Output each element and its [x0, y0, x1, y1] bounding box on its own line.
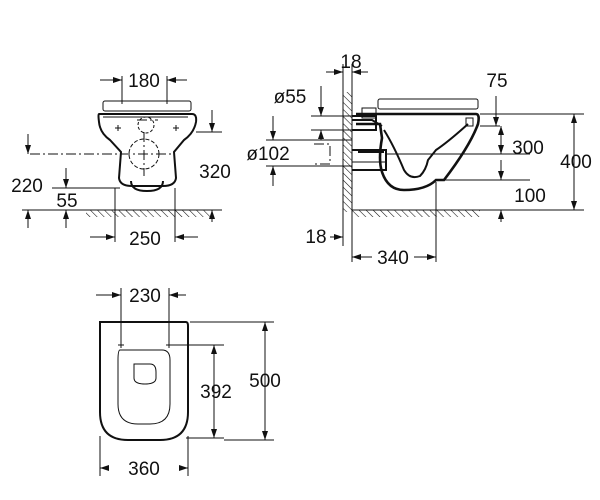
dim-front-320: 320 [199, 162, 231, 183]
dim-side-75: 75 [486, 71, 507, 92]
side-bowl-outline [356, 112, 480, 192]
dim-side-100: 100 [514, 186, 546, 207]
dim-top-360: 360 [128, 459, 160, 480]
dim-front-250: 250 [129, 229, 161, 250]
dim-front-180: 180 [128, 71, 160, 92]
side-drain-pipe [352, 149, 387, 171]
dim-side-400: 400 [560, 152, 592, 173]
front-bowl-outline [97, 113, 198, 187]
side-bowl-inner [383, 123, 469, 179]
side-wall-hatch [343, 92, 352, 212]
dim-side-dia102: ø102 [246, 144, 289, 165]
front-seat-lid [102, 100, 192, 112]
side-view: 18 ø55 ø102 75 300 400 [246, 52, 592, 269]
dim-top-500: 500 [249, 371, 281, 392]
side-hinge-block [361, 107, 377, 119]
side-seat-lid [377, 98, 479, 110]
top-view: 230 392 500 360 [96, 286, 281, 480]
dim-side-18-bottom: 18 [305, 227, 326, 248]
top-drain-opening [133, 363, 157, 385]
front-bolt-marker-left [115, 125, 121, 131]
dim-front-55: 55 [56, 191, 77, 212]
side-floor-hatch [352, 210, 480, 217]
dim-side-340: 340 [377, 248, 409, 269]
dim-top-392: 392 [200, 382, 232, 403]
dim-top-230: 230 [129, 286, 161, 307]
front-floor-hatch [86, 210, 210, 217]
front-inlet-circle [137, 116, 155, 134]
side-seat-front-tab [465, 117, 474, 127]
dim-side-300: 300 [512, 138, 544, 159]
front-bolt-marker-right [173, 125, 179, 131]
dim-side-18-top: 18 [340, 52, 361, 73]
top-bowl-outline [99, 321, 189, 441]
dim-front-220: 220 [11, 176, 43, 197]
front-outlet [130, 180, 164, 193]
front-view: 180 320 220 55 250 [11, 71, 231, 250]
top-bowl-inner [117, 349, 171, 425]
dim-side-dia55: ø55 [274, 87, 307, 108]
